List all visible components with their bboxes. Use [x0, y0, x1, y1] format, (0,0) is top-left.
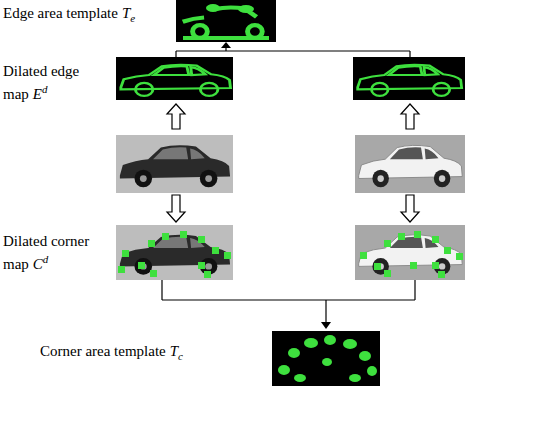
label-group: Dilated edge mapEd: [3, 62, 95, 103]
symbol-letter: T: [122, 5, 130, 21]
corner-area-template: [272, 331, 380, 386]
arrowhead: [321, 322, 331, 329]
dilated-corner-map: [116, 225, 465, 280]
dilated-edge-map: [116, 57, 465, 100]
symbol-letter: T: [170, 343, 178, 359]
merge-lines: [176, 47, 410, 57]
car-photo: [116, 135, 465, 193]
symbol-letter: C: [33, 256, 43, 272]
subscript: e: [130, 12, 135, 24]
superscript: d: [42, 83, 48, 95]
label-group: Dilated corner mapCd: [3, 232, 101, 273]
label-group: Corner area templateTc: [40, 342, 260, 365]
merge-lines: [162, 280, 415, 323]
label-text: Edge area template: [3, 5, 118, 21]
arrowhead: [221, 42, 231, 48]
edge-area-template: [176, 0, 276, 42]
symbol-letter: E: [33, 86, 42, 102]
label-text: Corner area template: [40, 343, 166, 359]
subscript: c: [178, 350, 183, 362]
label-group: Edge area templateTe: [3, 4, 203, 27]
superscript: d: [43, 253, 49, 265]
label-text: Dilated corner map: [3, 233, 89, 272]
